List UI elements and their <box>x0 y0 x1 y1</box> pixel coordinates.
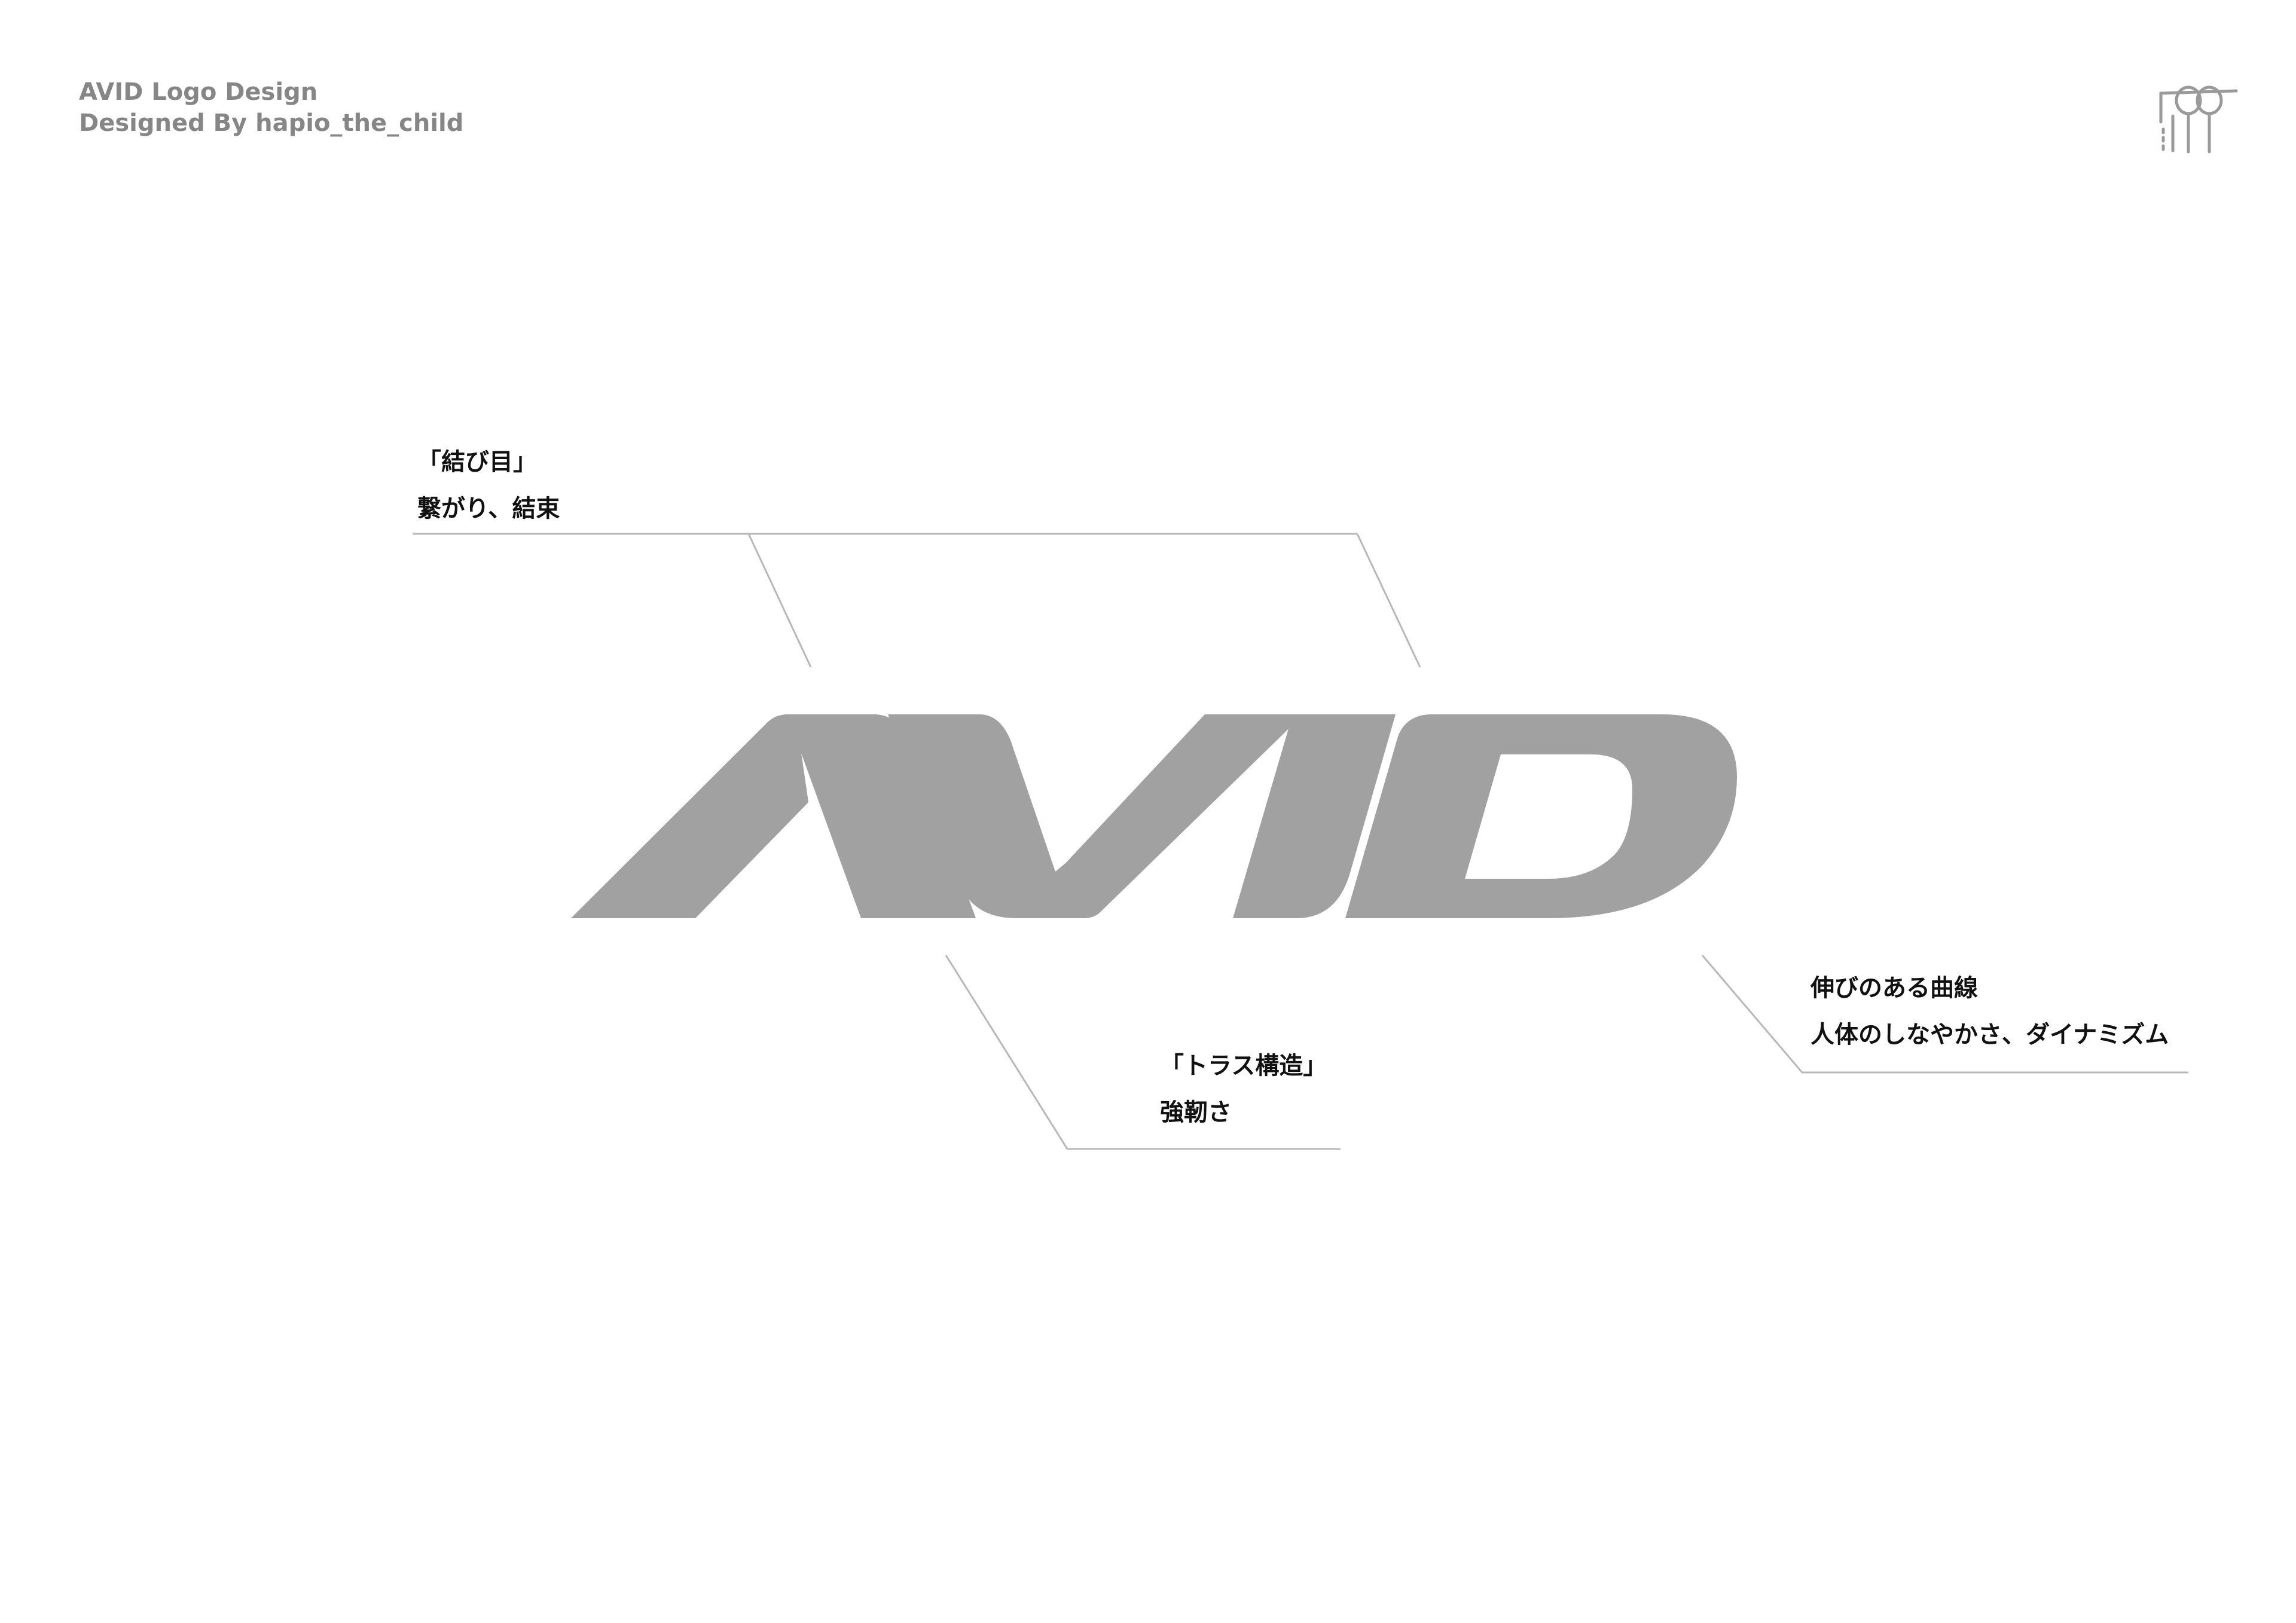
page-header: AVID Logo Design Designed By hapio_the_c… <box>79 77 463 139</box>
annotation-truss: 「トラス構造」 強靭さ <box>1160 1043 1327 1136</box>
leader-line-curve <box>1701 955 2188 1074</box>
page-title: AVID Logo Design <box>79 78 318 106</box>
annotation-knot: 「結び目」 繋がり、結束 <box>417 439 560 532</box>
leader-line-truss <box>945 955 1341 1150</box>
annotation-curve-meaning: 人体のしなやかさ、ダイナミズム <box>1810 1021 2169 1049</box>
designer-credit: Designed By hapio_the_child <box>79 109 464 137</box>
avid-wordmark-icon <box>571 714 1737 918</box>
annotation-truss-title: 「トラス構造」 <box>1160 1052 1327 1080</box>
logo-letter-v <box>888 714 1303 918</box>
annotation-truss-meaning: 強靭さ <box>1160 1099 1232 1126</box>
annotation-curve: 伸びのある曲線 人体のしなやかさ、ダイナミズム <box>1810 965 2169 1058</box>
designer-signature-mark-icon <box>2159 85 2238 155</box>
logo-letter-d <box>1345 714 1737 918</box>
leader-lines <box>413 533 2188 1150</box>
leader-line-knot-left <box>747 533 812 668</box>
annotation-knot-meaning: 繋がり、結束 <box>417 495 560 522</box>
annotation-knot-title: 「結び目」 <box>417 448 537 476</box>
annotation-curve-title: 伸びのある曲線 <box>1810 974 1978 1002</box>
logo-letter-i <box>1233 714 1396 918</box>
leader-line-knot-right <box>1356 533 1421 668</box>
